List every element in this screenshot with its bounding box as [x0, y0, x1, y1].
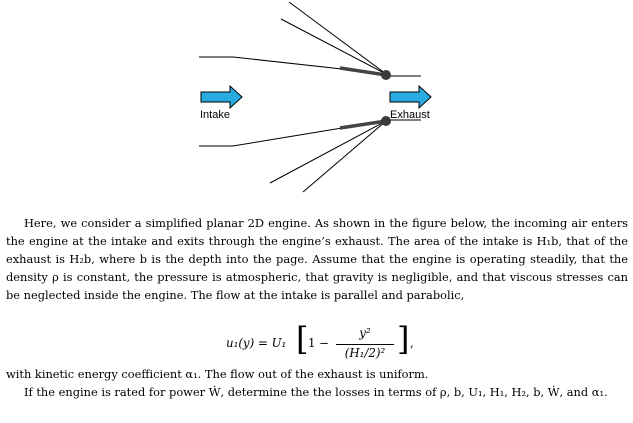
equation-denominator: (H₁/2)²: [344, 346, 386, 360]
engine-figure: Intake Exhaust: [199, 1, 432, 193]
exhaust-label: Exhaust: [390, 109, 430, 121]
problem-paragraph: Here, we consider a simplified planar 2D…: [6, 216, 628, 302]
exhaust-arrow: [389, 84, 432, 110]
question-paragraph: If the engine is rated for power Ẇ, dete…: [24, 385, 608, 399]
top-hinge: [381, 70, 391, 80]
intake-arrow: [200, 84, 243, 110]
kinetic-energy-paragraph: with kinetic energy coefficient α₁. The …: [6, 367, 429, 381]
equation-numerator: y²: [359, 326, 371, 340]
top-nozzle-flap: [339, 66, 387, 77]
top-flap-line: [288, 1, 387, 75]
intake-label: Intake: [200, 109, 230, 121]
bottom-nozzle-flap: [339, 119, 387, 130]
equation-bracket-open: [: [296, 320, 309, 358]
converging-top-wall: [232, 56, 343, 70]
equation-one-minus: 1 −: [308, 336, 330, 350]
equation-bracket-close: ]: [397, 320, 410, 358]
fraction-bar: [336, 344, 394, 345]
equation-lhs: u₁(y) = U₁: [226, 336, 287, 350]
equation-comma: ,: [410, 336, 414, 350]
bottom-flap-line: [269, 120, 387, 184]
top-flap-line: [280, 18, 387, 75]
converging-bottom-wall: [232, 127, 343, 147]
bottom-hinge: [381, 116, 391, 126]
bottom-flap-line: [302, 120, 387, 193]
